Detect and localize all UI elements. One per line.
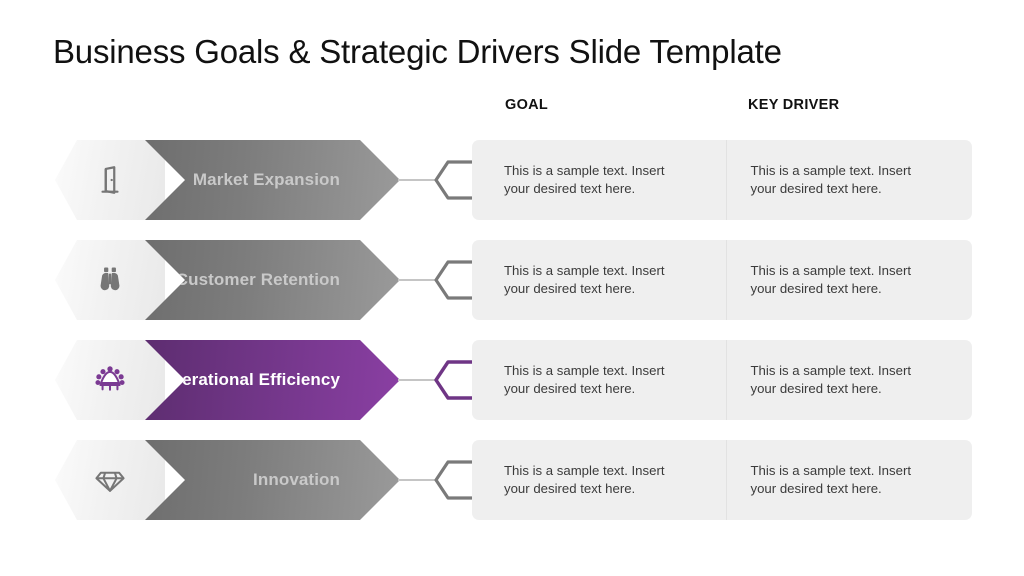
column-header-key-driver: KEY DRIVER — [748, 97, 840, 113]
connector-line — [398, 379, 440, 381]
table-row[interactable]: Customer Retention This is a sample text… — [0, 240, 1024, 320]
column-header-goal: GOAL — [505, 97, 549, 113]
goal-cell: This is a sample text. Insert your desir… — [472, 440, 726, 520]
goal-cell: This is a sample text. Insert your desir… — [472, 140, 726, 220]
goal-text: This is a sample text. Insert your desir… — [504, 462, 665, 496]
meeting-table-icon — [93, 363, 127, 397]
goal-label: Market Expansion — [192, 170, 340, 189]
binoculars-icon — [93, 263, 127, 297]
goal-text: This is a sample text. Insert your desir… — [504, 262, 665, 296]
icon-badge — [55, 140, 165, 220]
goal-text: This is a sample text. Insert your desir… — [504, 162, 665, 196]
goal-chevron[interactable]: Innovation — [145, 440, 400, 520]
driver-cell: This is a sample text. Insert your desir… — [725, 340, 973, 420]
goal-label: Innovation — [253, 470, 340, 489]
goal-label: Customer Retention — [175, 270, 340, 289]
goal-chevron[interactable]: Operational Efficiency — [145, 340, 400, 420]
text-panel: This is a sample text. Insert your desir… — [472, 340, 972, 420]
goal-text: This is a sample text. Insert your desir… — [504, 362, 665, 396]
page-title: Business Goals & Strategic Drivers Slide… — [53, 33, 782, 70]
driver-text: This is a sample text. Insert your desir… — [750, 462, 912, 496]
diamond-icon — [93, 463, 127, 497]
driver-text: This is a sample text. Insert your desir… — [750, 162, 912, 196]
text-panel: This is a sample text. Insert your desir… — [472, 240, 972, 320]
connector-line — [398, 479, 440, 481]
driver-cell: This is a sample text. Insert your desir… — [725, 240, 973, 320]
goal-cell: This is a sample text. Insert your desir… — [472, 340, 726, 420]
goal-label: Operational Efficiency — [158, 370, 340, 389]
icon-badge — [55, 340, 165, 420]
goal-chevron[interactable]: Market Expansion — [145, 140, 400, 220]
connector-line — [398, 279, 440, 281]
connector-line — [398, 179, 440, 181]
driver-cell: This is a sample text. Insert your desir… — [725, 440, 973, 520]
driver-text: This is a sample text. Insert your desir… — [750, 362, 912, 396]
icon-badge — [55, 240, 165, 320]
table-row[interactable]: Market Expansion This is a sample text. … — [0, 140, 1024, 220]
open-door-icon — [93, 163, 127, 197]
driver-text: This is a sample text. Insert your desir… — [750, 262, 912, 296]
table-row[interactable]: Operational Efficiency This is a sample … — [0, 340, 1024, 420]
driver-cell: This is a sample text. Insert your desir… — [725, 140, 973, 220]
goal-cell: This is a sample text. Insert your desir… — [472, 240, 726, 320]
icon-badge — [55, 440, 165, 520]
table-row[interactable]: Innovation This is a sample text. Insert… — [0, 440, 1024, 520]
goal-chevron[interactable]: Customer Retention — [145, 240, 400, 320]
text-panel: This is a sample text. Insert your desir… — [472, 440, 972, 520]
text-panel: This is a sample text. Insert your desir… — [472, 140, 972, 220]
